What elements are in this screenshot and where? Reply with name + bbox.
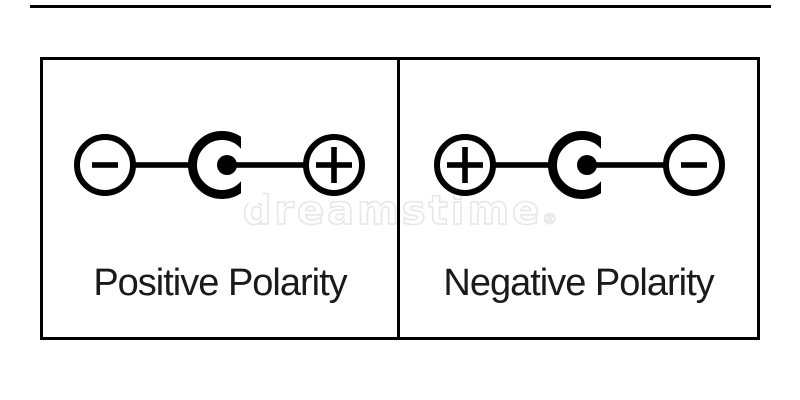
watermark-text: dreamstime®	[0, 188, 800, 234]
panel-positive-polarity: Positive Polarity	[40, 57, 400, 340]
negative-polarity-label: Negative Polarity	[443, 262, 714, 304]
wire-left	[495, 162, 552, 168]
diagram-frame: Positive Polarity	[40, 57, 760, 340]
wire-right	[226, 162, 306, 168]
watermark-word: dreamstime	[242, 188, 543, 234]
positive-polarity-label: Positive Polarity	[93, 262, 347, 304]
registered-mark-icon: ®	[542, 210, 558, 228]
plus-terminal-icon	[434, 134, 496, 196]
wire-right	[586, 162, 666, 168]
top-rule-line	[30, 5, 771, 8]
plus-terminal-icon	[303, 134, 365, 196]
minus-terminal-icon	[74, 134, 136, 196]
minus-terminal-icon	[663, 134, 725, 196]
center-pin-dot	[577, 155, 597, 175]
wire-left	[135, 162, 192, 168]
center-pin-dot	[217, 155, 237, 175]
negative-polarity-symbol	[434, 127, 725, 203]
barrel-jack-icon	[188, 127, 306, 203]
positive-polarity-symbol	[74, 127, 365, 203]
panel-negative-polarity: Negative Polarity	[400, 57, 760, 340]
barrel-jack-icon	[548, 127, 666, 203]
